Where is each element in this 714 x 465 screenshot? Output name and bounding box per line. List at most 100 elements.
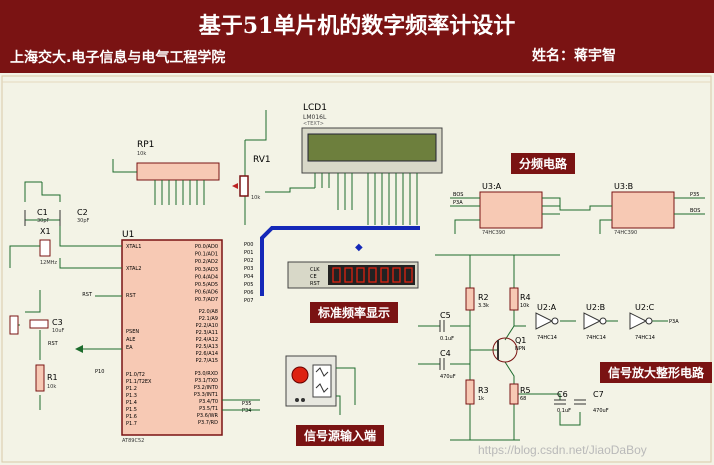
svg-text:P05: P05 [244,282,253,288]
ce-pin: CE [310,274,317,280]
p3a-net-label: P3A [669,319,679,325]
sheet-border [1,75,712,463]
mcu-pin-right: P2.3/A11 [196,330,218,336]
rv1-ref: RV1 [253,155,271,165]
mcu-pin-right: P2.4/A12 [196,337,218,343]
c1-ref: C1 [37,208,48,217]
svg-text:P04: P04 [244,274,253,280]
svg-text:U3:B: U3:B [614,182,633,191]
rst-net-label: RST [82,292,93,298]
r1-ref: R1 [47,373,58,382]
c7-ref: C7 [593,390,604,399]
mcu-pin-left: EA [126,345,133,351]
mcu-pin-left: P1.2 [126,386,137,392]
svg-text:P03: P03 [244,266,253,272]
signal-source-label: 信号源输入端 [296,425,385,446]
c5-ref: C5 [440,311,451,320]
u3b-divider[interactable]: U3:B 74HC390 [611,182,675,236]
crystal-section [9,181,122,269]
mcu-pin-left: P1.1/T2EX [126,379,152,385]
svg-text:BOS: BOS [453,192,463,198]
lcd-display[interactable]: LCD1 LM016L <TEXT> [301,103,443,174]
mcu-pin-right: P0.7/AD7 [195,297,218,303]
mcu-pin-left: P1.4 [126,400,137,406]
svg-text:P3A: P3A [453,200,463,206]
svg-text:74HC14: 74HC14 [537,335,557,341]
mcu-pin-right: P3.5/T1 [199,406,218,412]
amp-resistors [465,287,519,405]
r3-ref: R3 [478,386,489,395]
mcu-pin-right: P0.5/AD5 [195,282,218,288]
svg-text:BOS: BOS [690,208,700,214]
mcu-pin-right: P2.1/A9 [199,316,218,322]
mcu-pin-left: P1.3 [126,393,137,399]
clk-pin: CLK [310,267,320,273]
u2c-ref: U2:C [635,303,655,312]
mcu-pin-right: P3.3/INT1 [194,392,218,398]
reset-section [9,290,122,410]
header-banner: 基于51单片机的数字频率计设计 上海交大.电子信息与电气工程学院 姓名：蒋宇智 [0,0,714,73]
svg-text:74HC390: 74HC390 [482,230,505,236]
u1-microcontroller[interactable]: U1 AT89C52 XTAL1XTAL2RSTPSENALEEAP1.0/T2… [121,230,223,444]
mcu-pin-left: XTAL1 [126,244,141,250]
divider-wires [450,197,705,234]
signal-generator[interactable] [285,355,337,407]
r4-value: 10k [520,303,529,309]
mcu-pin-right: P0.1/AD1 [195,252,218,258]
c1-value: 30pF [37,218,50,224]
svg-text:74HC390: 74HC390 [614,230,637,236]
c7-value: 470uF [593,408,609,414]
mcu-pin-right: P3.2/INT0 [194,385,218,391]
mcu-pin-right: P0.3/AD3 [195,267,218,273]
lcd-pin-wires [244,110,418,225]
q1-type: NPN [515,346,526,352]
amplifier-wires [418,254,668,441]
rst-net-label-2: RST [48,341,59,347]
u2b-ref: U2:B [586,303,605,312]
c5-value: 0.1uF [440,336,454,342]
amplifier-circuit-label: 信号放大整形电路 [600,362,713,383]
svg-text:P01: P01 [244,250,253,256]
u2a-ref: U2:A [537,303,557,312]
mcu-pin-right: P3.0/RXD [195,371,219,377]
mcu-pin-left: XTAL2 [126,266,141,272]
bus-net-labels: P00 P01 P02 P03 P04 P05 P06 P07 P35 P34 [242,242,253,414]
lcd-ref: LCD1 [303,103,327,113]
c6-ref: C6 [557,390,568,399]
p10-net-label: P10 [95,369,104,375]
lcd-screen [307,133,437,162]
r4-ref: R4 [520,293,531,302]
mcu-pin-right: P2.7/A15 [196,358,218,364]
svg-text:74HC14: 74HC14 [635,335,655,341]
rv1-potentiometer[interactable]: RV1 10k [232,155,271,201]
c4-ref: C4 [440,349,451,358]
c2-ref: C2 [77,208,88,217]
svg-text:P35: P35 [242,401,251,407]
rst-pin: RST [310,281,321,287]
svg-text:U3:A: U3:A [482,182,502,191]
frequency-display-label: 标准频率显示 [310,302,399,323]
svg-text:74HC14: 74HC14 [586,335,606,341]
page-title: 基于51单片机的数字频率计设计 [198,13,516,39]
mcu-pin-left: P1.7 [126,421,137,427]
svg-text:P06: P06 [244,290,253,296]
svg-text:P00: P00 [244,242,253,248]
lcd-text-placeholder: <TEXT> [303,121,324,127]
x1-value: 12MHz [40,260,57,266]
rp1-resistor-pack[interactable]: RP1 10k [112,140,220,205]
mcu-pin-right: P3.6/WR [197,413,219,419]
data-bus: ◆ [260,226,420,296]
svg-text:◆: ◆ [355,242,363,253]
r5-ref: R5 [520,386,531,395]
c4-value: 470uF [440,374,456,380]
caps-plates [439,320,586,405]
q1-transistor [492,337,518,363]
mcu-pin-left: P1.0/T2 [126,372,145,378]
frequency-7seg-display[interactable]: CLK CE RST [287,261,419,289]
mcu-pin-right: P0.4/AD4 [195,274,218,280]
rp1-value: 10k [137,151,146,157]
mcu-pin-right: P2.6/A14 [196,351,218,357]
u3a-divider[interactable]: U3:A 74HC390 [479,182,543,236]
c3-value: 10uF [52,328,65,334]
